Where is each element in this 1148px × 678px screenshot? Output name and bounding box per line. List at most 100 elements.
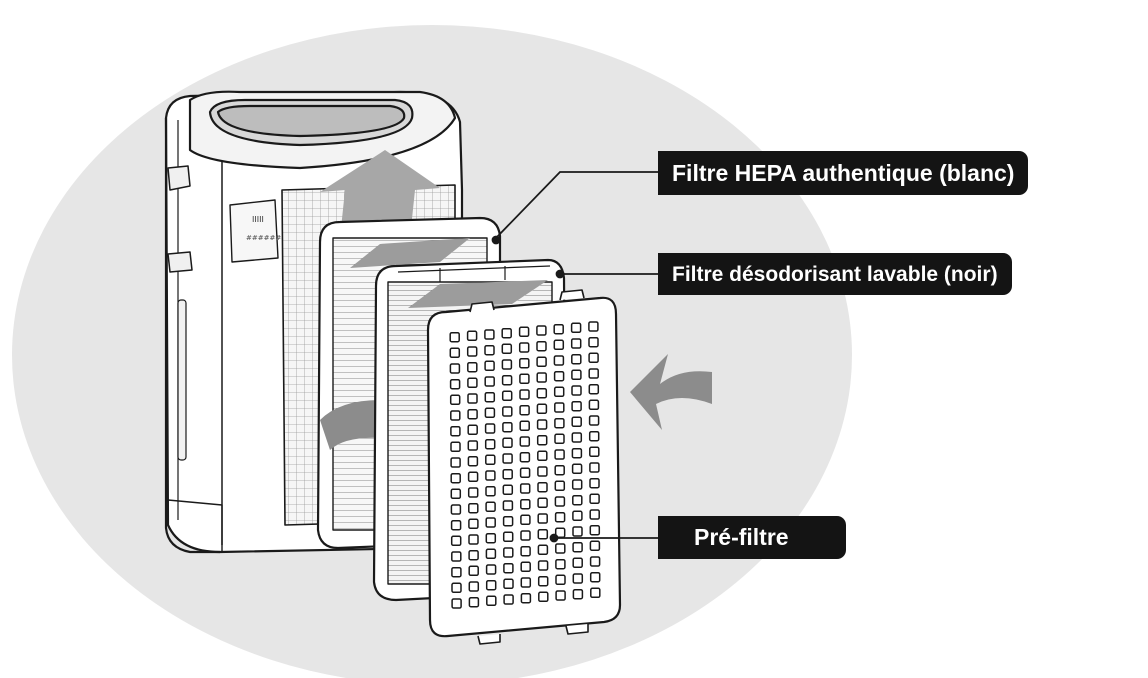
prefilter-cell: [554, 449, 565, 460]
prefilter-cell: [589, 477, 600, 489]
prefilter-cell: [485, 501, 496, 513]
prefilter-cell: [519, 404, 530, 416]
prefilter-cell: [468, 596, 480, 608]
prefilter-cell: [572, 588, 584, 600]
prefilter-cell: [588, 352, 599, 364]
prefilter-cell: [571, 447, 583, 459]
prefilter-cell: [554, 480, 566, 492]
prefilter-cell: [571, 479, 583, 490]
prefilter-cell: [553, 339, 565, 351]
prefilter-cell: [589, 571, 601, 583]
prefilter-cell: [572, 510, 583, 522]
prefilter-cell: [450, 488, 462, 500]
label-prefilter: Pré-filtre: [658, 516, 846, 559]
prefilter-cell: [484, 360, 495, 372]
prefilter-cell: [555, 558, 566, 570]
prefilter-cell: [503, 594, 514, 605]
leader-lines: [491, 171, 658, 543]
prefilter-cell: [536, 419, 548, 430]
prefilter-cell: [589, 524, 601, 536]
prefilter-cell: [519, 373, 530, 385]
prefilter-cell: [520, 577, 532, 588]
prefilter-cell: [554, 402, 565, 413]
prefilter-cell: [537, 575, 549, 587]
prefilter-cell: [484, 391, 496, 403]
prefilter-cell: [485, 517, 496, 528]
prefilter-cell: [536, 387, 548, 399]
prefilter-cell: [503, 547, 514, 558]
prefilter-cell: [449, 331, 460, 343]
prefilter-cell: [519, 420, 530, 432]
prefilter-mesh: [449, 321, 601, 609]
prefilter-cell: [520, 498, 531, 510]
prefilter-cell: [572, 494, 583, 506]
prefilter-cell: [571, 353, 582, 365]
prefilter-cell: [450, 535, 462, 547]
prefilter-cell: [519, 436, 531, 447]
prefilter-cell: [589, 493, 600, 505]
prefilter-cell: [536, 372, 547, 383]
prefilter-cell: [502, 437, 513, 449]
prefilter-cell: [537, 497, 548, 509]
prefilter-cell: [555, 590, 566, 601]
leader-line-hepa: [495, 171, 658, 239]
prefilter-cell: [502, 515, 514, 527]
prefilter-cell: [588, 336, 599, 348]
prefilter-cell: [588, 415, 600, 426]
prefilter-cell: [484, 376, 495, 387]
prefilter-cell: [502, 468, 513, 480]
prefilter-cell: [520, 514, 531, 526]
prefilter-cell: [467, 377, 478, 389]
prefilter-cell: [588, 430, 600, 442]
prefilter-cell: [450, 410, 461, 421]
prefilter-cell: [518, 326, 530, 338]
pre-filter: [426, 289, 622, 645]
prefilter-cell: [467, 471, 479, 483]
prefilter-cell: [555, 543, 566, 554]
prefilter-cell: [484, 407, 496, 419]
prefilter-cell: [536, 403, 548, 415]
prefilter-cell: [486, 595, 497, 607]
prefilter-cell: [519, 451, 531, 463]
prefilter-cell: [588, 399, 600, 411]
prefilter-cell: [468, 581, 480, 592]
prefilter-cell: [588, 321, 599, 332]
prefilter-cell: [485, 454, 496, 466]
prefilter-cell: [589, 556, 601, 567]
prefilter-cell: [485, 564, 497, 575]
prefilter-cell: [588, 368, 599, 379]
prefilter-cell: [572, 573, 584, 584]
prefilter-cell: [449, 394, 461, 406]
prefilter-cell: [537, 513, 548, 524]
prefilter-cell: [468, 565, 479, 577]
prefilter-cell: [572, 526, 583, 537]
svg-text:IIIII: IIIII: [252, 215, 264, 224]
prefilter-cell: [589, 509, 600, 520]
prefilter-cell: [571, 400, 582, 412]
prefilter-cell: [503, 578, 514, 590]
prefilter-cell: [554, 464, 565, 476]
prefilter-cell: [466, 346, 478, 357]
prefilter-cell: [555, 574, 566, 586]
prefilter-cell: [467, 487, 479, 498]
prefilter-cell: [554, 511, 566, 523]
prefilter-cell: [450, 441, 461, 453]
prefilter-cell: [572, 557, 583, 569]
prefilter-cell: [484, 344, 495, 356]
prefilter-cell: [520, 592, 532, 604]
prefilter-cell: [537, 450, 548, 462]
prefilter-cell: [571, 369, 582, 381]
prefilter-cell: [450, 425, 461, 437]
prefilter-cell: [502, 484, 514, 496]
prefilter-cell: [536, 340, 547, 352]
prefilter-cell: [485, 470, 496, 481]
leader-dot-prefilter: [549, 533, 559, 543]
prefilter-cell: [450, 519, 462, 531]
prefilter-cell: [451, 566, 462, 578]
prefilter-cell: [537, 560, 549, 571]
prefilter-cell: [553, 323, 564, 335]
prefilter-cell: [501, 390, 513, 402]
prefilter-cell: [467, 455, 479, 467]
prefilter-cell: [518, 342, 530, 353]
prefilter-cell: [571, 432, 583, 443]
